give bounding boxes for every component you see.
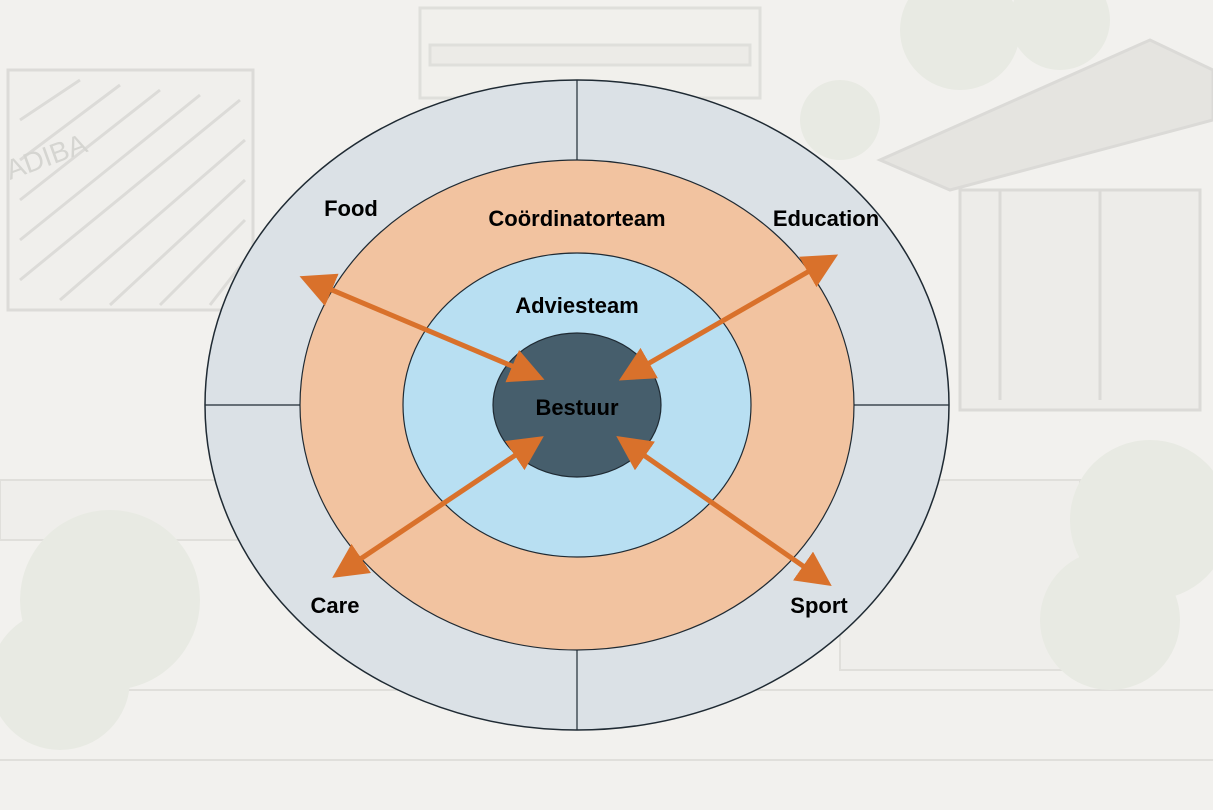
- segment-label-food: Food: [324, 196, 378, 221]
- arrow-education: [618, 254, 839, 381]
- background-building-left: [6, 68, 255, 312]
- arrow-care: [332, 436, 544, 578]
- arrow-food: [299, 273, 545, 383]
- middle-ring-label: Coördinatorteam: [488, 206, 665, 231]
- segment-label-education: Education: [773, 206, 879, 231]
- segment-label-care: Care: [311, 593, 360, 618]
- background-plants: [0, 0, 1213, 750]
- arrows: [299, 254, 839, 586]
- arrow-sport: [616, 436, 832, 586]
- center-label: Bestuur: [535, 395, 619, 420]
- segment-label-sport: Sport: [790, 593, 848, 618]
- background-shed-right: [876, 38, 1213, 412]
- inner-ring-label: Adviesteam: [515, 293, 639, 318]
